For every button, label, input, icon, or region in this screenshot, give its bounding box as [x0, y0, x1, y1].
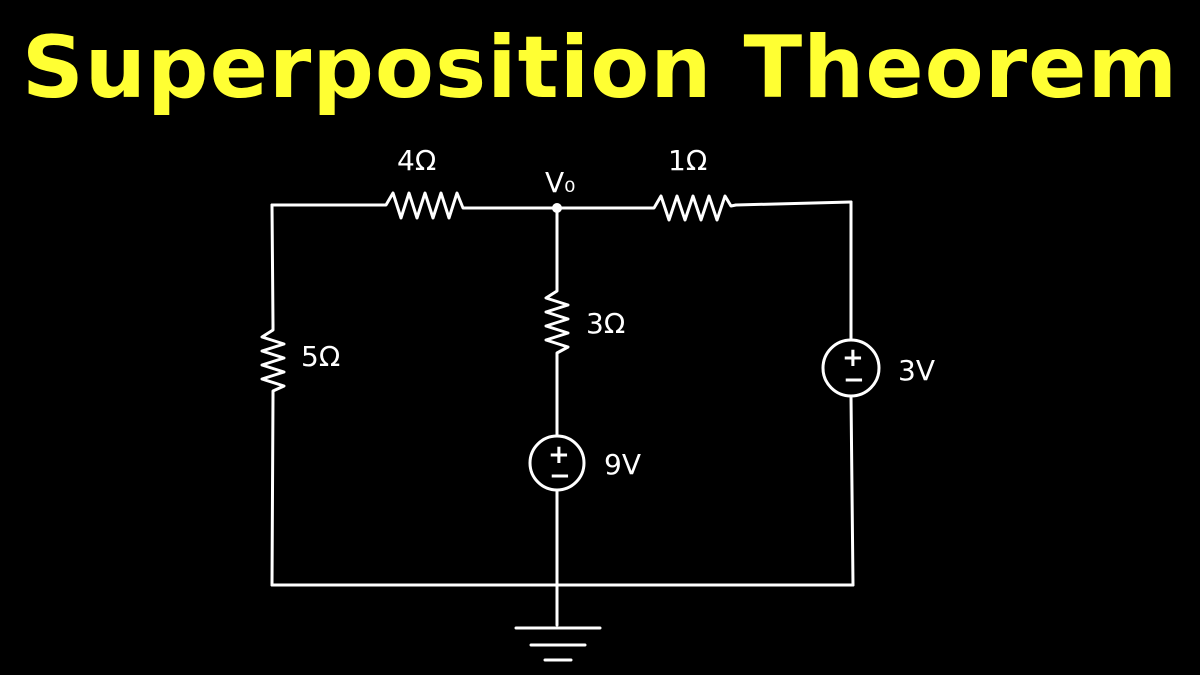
- voltage-source-3v: [821, 338, 881, 398]
- resistor-5-ohm: [260, 323, 286, 397]
- resistor-4-ohm: [376, 191, 470, 220]
- voltage-source-3v-plus: +: [842, 343, 864, 373]
- voltage-source-9v-minus: −: [549, 461, 571, 491]
- wire-top-right: [734, 200, 853, 207]
- voltage-source-9v-label: 9V: [604, 448, 641, 481]
- resistor-1-ohm-label: 1Ω: [668, 144, 707, 177]
- resistor-3-ohm: [544, 284, 570, 360]
- voltage-source-3v-minus: −: [843, 365, 865, 395]
- wire-left-lower: [270, 393, 275, 587]
- resistor-1-ohm: [646, 194, 738, 222]
- node-vo-label: V₀: [545, 166, 575, 199]
- voltage-source-9v-plus: +: [548, 440, 570, 470]
- resistor-4-ohm-label: 4Ω: [397, 144, 436, 177]
- voltage-source-3v-label: 3V: [898, 354, 935, 387]
- resistor-5-ohm-label: 5Ω: [301, 340, 340, 373]
- wire-right-lower: [849, 394, 855, 587]
- wire-left-upper: [270, 203, 275, 327]
- node-vo-dot: [552, 203, 562, 213]
- ground-icon: [514, 626, 602, 662]
- voltage-source-9v: [528, 434, 586, 492]
- resistor-3-ohm-label: 3Ω: [586, 307, 625, 340]
- page-title: Superposition Theorem: [21, 18, 1179, 118]
